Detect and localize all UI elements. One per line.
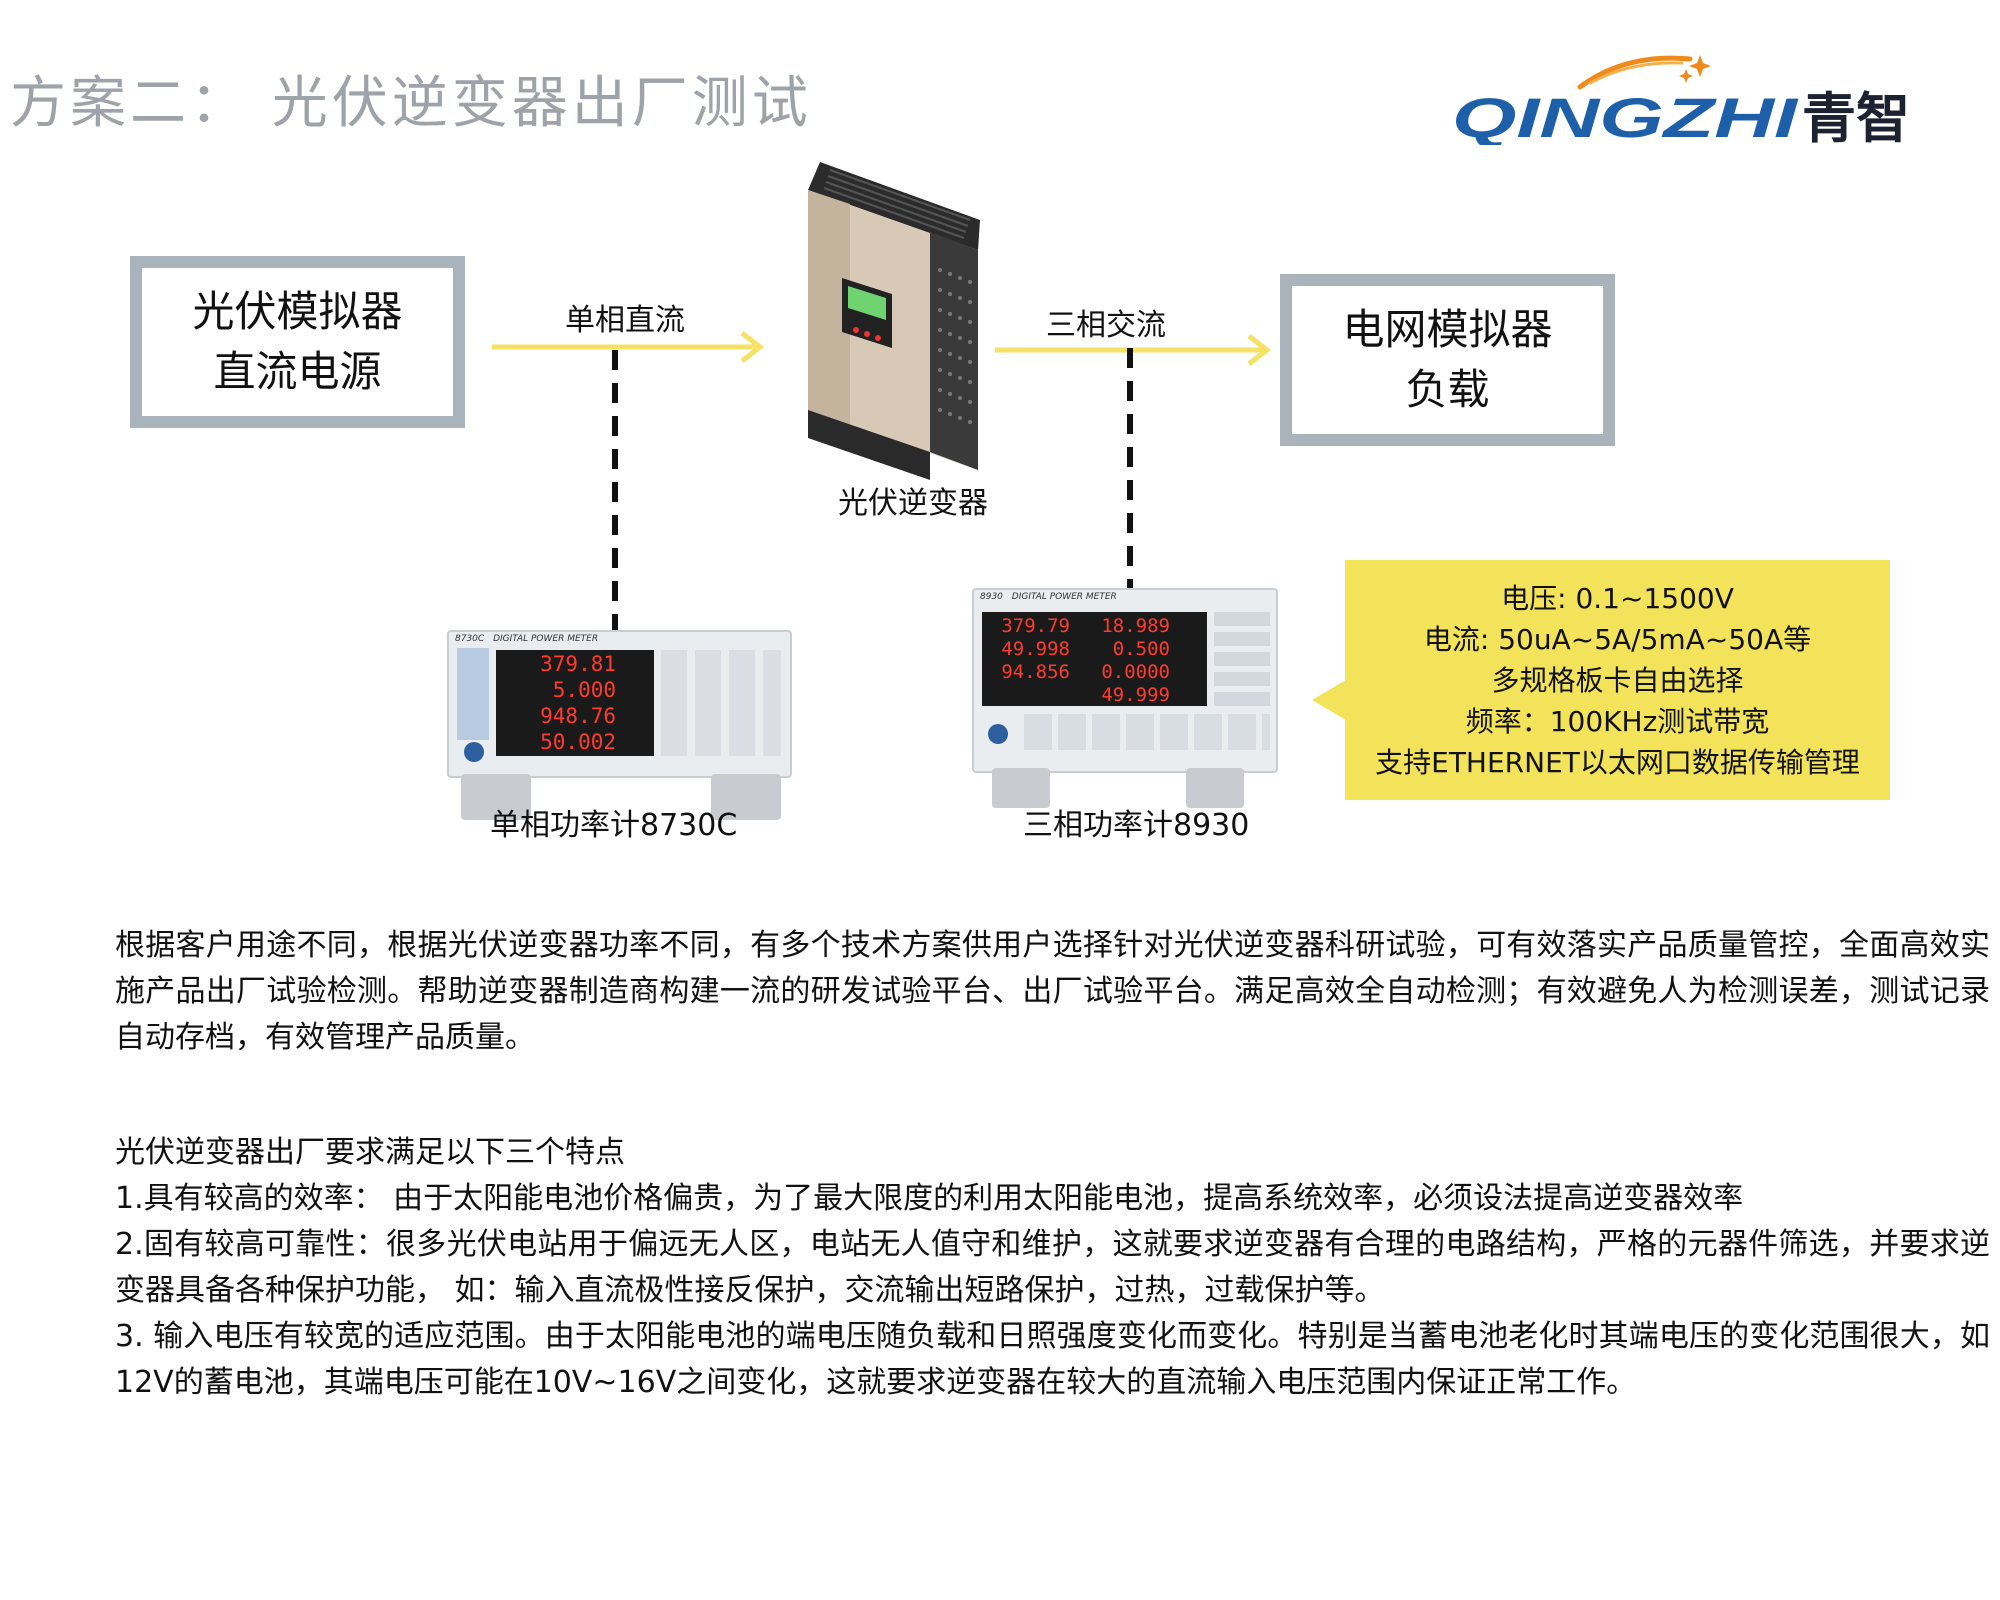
reading-b1: 18.989	[1101, 615, 1170, 637]
reading-b3: 0.0000	[1101, 661, 1170, 683]
grid-simulator-line1: 电网模拟器	[1342, 305, 1553, 354]
dc-label: 单相直流	[565, 303, 685, 338]
reading-voltage: 379.81	[540, 652, 616, 676]
requirement-2: 2.固有较高可靠性：很多光伏电站用于偏远无人区，电站无人值守和维护，这就要求逆变…	[115, 1227, 1990, 1308]
reading-power: 948.76	[540, 704, 616, 728]
three-phase-meter-label: 三相功率计8930	[1023, 808, 1250, 843]
ac-label: 三相交流	[1046, 308, 1166, 343]
page-title: 方案二： 光伏逆变器出厂测试	[10, 71, 812, 136]
spec-ethernet: 支持ETHERNET以太网口数据传输管理	[1375, 745, 1860, 779]
meter-8730c-keypad	[661, 650, 781, 756]
grid-simulator-box: 电网模拟器 负载	[1280, 274, 1615, 446]
meter-foot-left	[461, 774, 531, 820]
reading-b2: 0.500	[1112, 638, 1170, 660]
meter-foot-left-2	[992, 768, 1050, 808]
requirement-3: 3. 输入电压有较宽的适应范围。由于太阳能电池的端电压随负载和日照强度变化而变化…	[115, 1319, 1990, 1400]
meter-8930-display: 379.79 49.998 94.856 18.989 0.500 0.0000…	[982, 612, 1207, 706]
logo-cjk: 青智	[1802, 87, 1910, 145]
grid-simulator-line2: 负载	[1405, 365, 1490, 414]
qingzhi-logo: QINGZHI 青智	[1452, 55, 1910, 145]
reading-a2: 49.998	[1001, 638, 1070, 660]
three-phase-meter-image: 8930 DIGITAL POWER METER 379.79 49.998 9…	[972, 588, 1278, 808]
reading-a1: 379.79	[1001, 615, 1070, 637]
spec-frequency: 频率：100KHz测试带宽	[1465, 704, 1770, 738]
power-button-icon	[464, 742, 484, 762]
meter-8730c-side-panel	[457, 648, 489, 740]
requirements-section: 光伏逆变器出厂要求满足以下三个特点 1.具有较高的效率： 由于太阳能电池价格偏贵…	[115, 1130, 1990, 1406]
reading-b4: 49.999	[1101, 684, 1170, 706]
meter-8930-side-keys	[1214, 612, 1270, 706]
meter-8930-keypad	[1024, 714, 1270, 750]
spec-boards: 多规格板卡自由选择	[1491, 663, 1744, 697]
reading-current: 5.000	[552, 678, 616, 702]
dc-arrow	[492, 331, 765, 363]
spec-callout: 电压: 0.1~1500V 电流: 50uA~5A/5mA~50A等 多规格板卡…	[1345, 560, 1890, 800]
meter-8730c-caption: DIGITAL POWER METER	[493, 634, 599, 644]
meter-8730c-display: 379.81 5.000 948.76 50.002	[496, 650, 654, 756]
intro-text: 根据客户用途不同，根据光伏逆变器功率不同，有多个技术方案供用户选择针对光伏逆变器…	[115, 928, 1990, 1055]
pv-simulator-line1: 光伏模拟器	[192, 287, 403, 336]
reading-frequency: 50.002	[540, 730, 616, 754]
pv-simulator-box: 光伏模拟器 直流电源	[130, 256, 465, 428]
spec-voltage: 电压: 0.1~1500V	[1501, 581, 1734, 615]
meter-foot-right	[711, 774, 781, 820]
pv-inverter-label: 光伏逆变器	[838, 486, 988, 521]
requirement-1: 1.具有较高的效率： 由于太阳能电池价格偏贵，为了最大限度的利用太阳能电池，提高…	[115, 1181, 1744, 1216]
meter-8930-model: 8930	[980, 592, 1003, 602]
meter-8930-caption: DIGITAL POWER METER	[1011, 592, 1117, 602]
logo-text: QINGZHI	[1452, 86, 1799, 145]
single-phase-meter-image: 8730C DIGITAL POWER METER 379.81 5.000 9…	[447, 630, 792, 820]
spec-current: 电流: 50uA~5A/5mA~50A等	[1423, 622, 1812, 656]
meter-8730c-model: 8730C	[455, 634, 485, 644]
intro-paragraph: 根据客户用途不同，根据光伏逆变器功率不同，有多个技术方案供用户选择针对光伏逆变器…	[115, 923, 1990, 1061]
connector-layer	[492, 331, 1272, 630]
pv-simulator-line2: 直流电源	[213, 347, 382, 396]
pv-inverter-image	[808, 162, 980, 480]
single-phase-meter-label: 单相功率计8730C	[490, 808, 738, 843]
reading-a3: 94.856	[1001, 661, 1070, 683]
power-button-icon-2	[988, 724, 1008, 744]
requirements-title: 光伏逆变器出厂要求满足以下三个特点	[115, 1135, 625, 1170]
meter-foot-right-2	[1186, 768, 1244, 808]
spec-callout-pointer	[1312, 680, 1346, 720]
